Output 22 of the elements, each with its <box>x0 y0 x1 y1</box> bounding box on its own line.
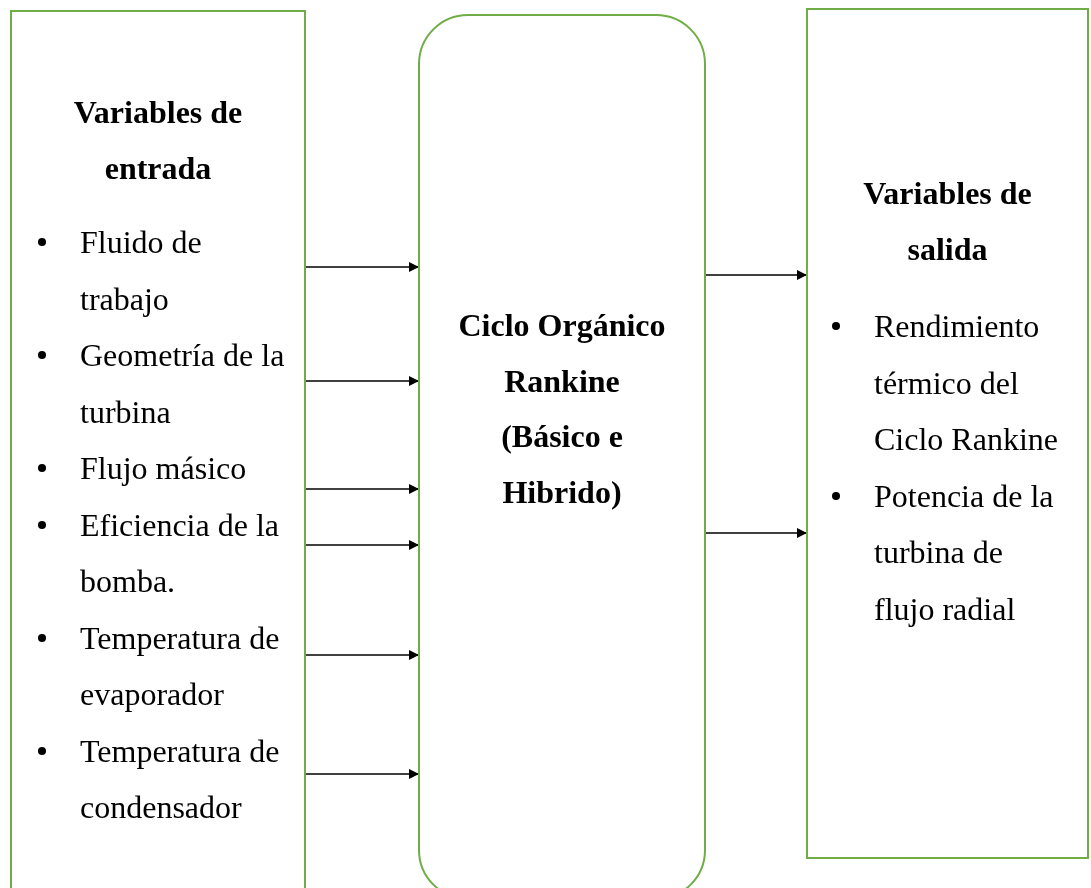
process-label: Ciclo Orgánico Rankine (Básico e Hibrido) <box>457 306 667 512</box>
list-item: Fluido de trabajo <box>80 223 203 319</box>
arrow <box>305 769 419 779</box>
list-box <box>806 8 1089 859</box>
arrow <box>305 376 419 386</box>
arrow <box>305 262 419 272</box>
arrow <box>305 484 419 494</box>
list-box <box>10 10 306 888</box>
arrow <box>305 650 419 660</box>
arrow <box>705 528 807 538</box>
list-item: Temperatura de condensador <box>80 731 281 827</box>
list-item: Rendimiento térmico del Ciclo Rankine <box>874 307 1059 459</box>
heading: Variables de entrada <box>72 93 244 188</box>
heading: Variables de salida <box>862 174 1033 269</box>
list-item: Eficiencia de la bomba. <box>80 505 280 601</box>
list-item: Potencia de la turbina de flujo radial <box>874 476 1055 629</box>
list-item: Flujo másico <box>80 449 248 488</box>
list-item: Temperatura de evaporador <box>80 618 281 714</box>
process-box <box>418 14 706 888</box>
list-item: Geometría de la turbina <box>80 336 286 432</box>
arrow <box>305 540 419 550</box>
arrow <box>705 270 807 280</box>
